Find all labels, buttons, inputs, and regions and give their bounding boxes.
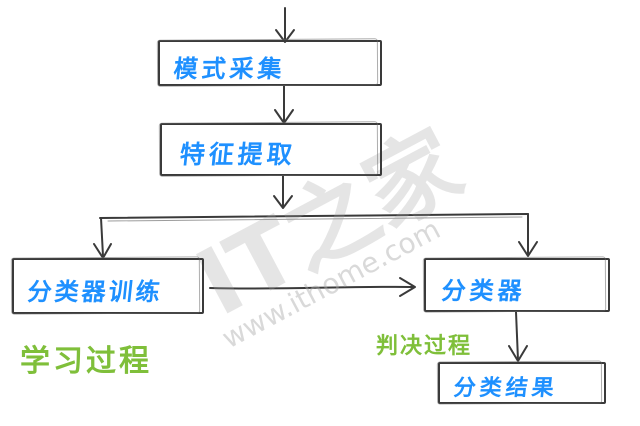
arrowhead-extraction-down (273, 195, 293, 209)
arrow-training-to-classifier (209, 285, 415, 290)
arrow-classifier-to-result (515, 311, 519, 361)
branch-line-sketch (107, 216, 523, 222)
node-classifier-training-label: 分类器训练 (26, 278, 165, 306)
node-classifier: 分类器 (424, 258, 610, 312)
node-feature-extraction: 特征提取 (160, 123, 382, 176)
branch-line (99, 213, 529, 219)
annotation-decision-process: 判决过程 (376, 334, 473, 359)
branch-left-arrow (100, 217, 104, 257)
node-pattern-collection-label: 模式采集 (172, 55, 288, 83)
node-pattern-collection: 模式采集 (158, 40, 382, 86)
node-classification-result: 分类结果 (438, 362, 606, 404)
annotation-learning-process: 学习过程 (20, 344, 152, 379)
node-classifier-training: 分类器训练 (12, 258, 204, 314)
node-classification-result-label: 分类结果 (452, 376, 560, 401)
node-classifier-label: 分类器 (440, 277, 528, 305)
node-feature-extraction-label: 特征提取 (178, 140, 298, 169)
arrowhead-training-to-classifier (399, 277, 416, 297)
